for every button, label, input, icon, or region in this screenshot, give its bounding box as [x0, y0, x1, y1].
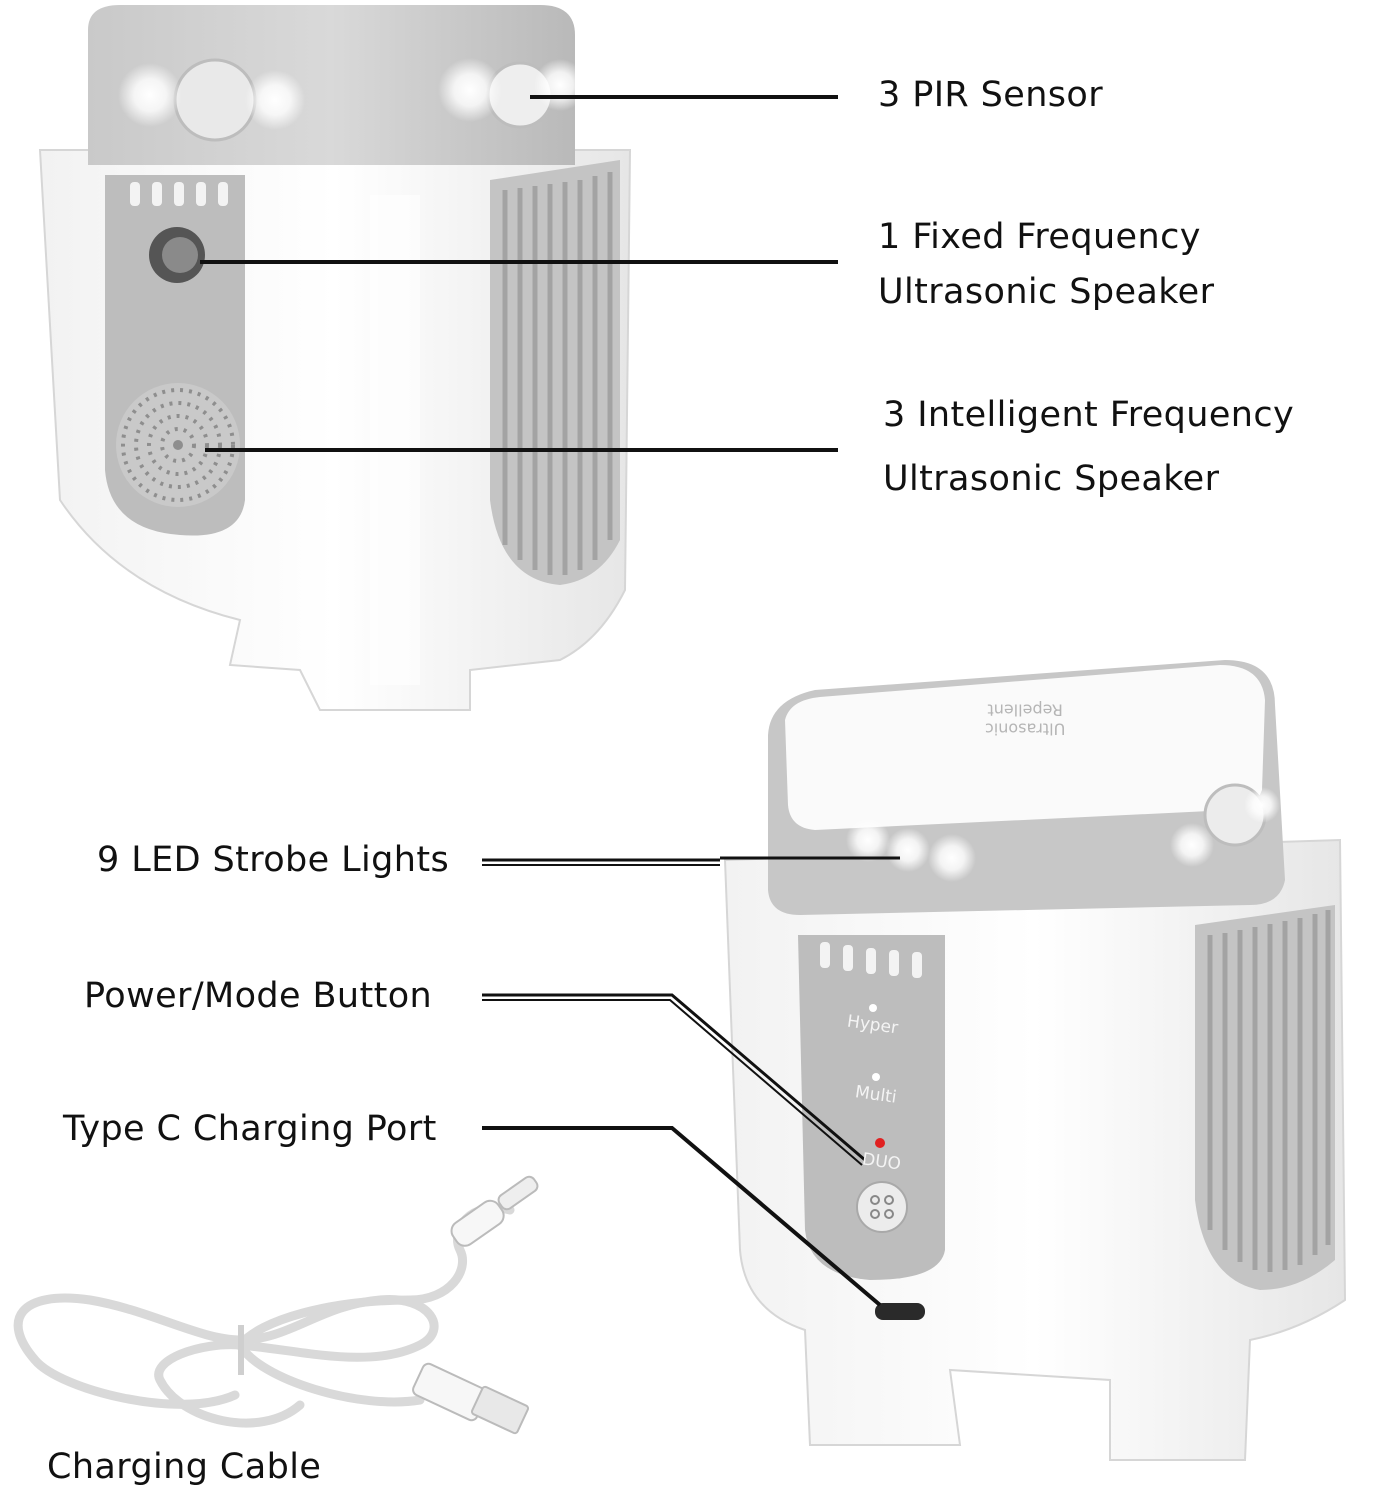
callout-charging-port-text: Type C Charging Port	[63, 1109, 437, 1149]
callout-charging-cable: Charging Cable	[47, 1440, 321, 1494]
callout-pir-sensor-text: 3 PIR Sensor	[878, 75, 1104, 115]
power-mode-button-icon	[856, 1181, 908, 1233]
callout-led-strobe-text: 9 LED Strobe Lights	[97, 840, 450, 880]
callout-charging-port: Type C Charging Port	[63, 1102, 437, 1156]
callout-fixed-speaker-line2: Ultrasonic Speaker	[878, 272, 1215, 312]
callout-charging-cable-text: Charging Cable	[47, 1447, 322, 1487]
callout-intelligent-speaker: 3 Intelligent Frequency Ultrasonic Speak…	[883, 383, 1294, 511]
callout-intelligent-speaker-line1: 3 Intelligent Frequency	[883, 395, 1295, 435]
type-c-port-icon	[875, 1303, 925, 1320]
device-top-marking: Ultrasonic Repellent	[985, 700, 1065, 738]
callout-power-button-text: Power/Mode Button	[84, 976, 433, 1016]
device-marking-line1: Ultrasonic	[985, 719, 1066, 739]
callout-power-button: Power/Mode Button	[84, 969, 432, 1023]
callout-led-strobe: 9 LED Strobe Lights	[97, 833, 449, 887]
callout-fixed-speaker: 1 Fixed Frequency Ultrasonic Speaker	[878, 210, 1214, 320]
device-marking-line2: Repellent	[987, 700, 1063, 720]
bottom-device	[723, 660, 1347, 1461]
indicator-led-icon	[875, 1138, 885, 1148]
callout-pir-sensor: 3 PIR Sensor	[878, 68, 1103, 122]
callout-intelligent-speaker-line2: Ultrasonic Speaker	[883, 459, 1220, 499]
callout-fixed-speaker-line1: 1 Fixed Frequency	[878, 217, 1201, 257]
top-device	[38, 5, 632, 711]
intelligent-speaker-icon	[116, 383, 240, 507]
